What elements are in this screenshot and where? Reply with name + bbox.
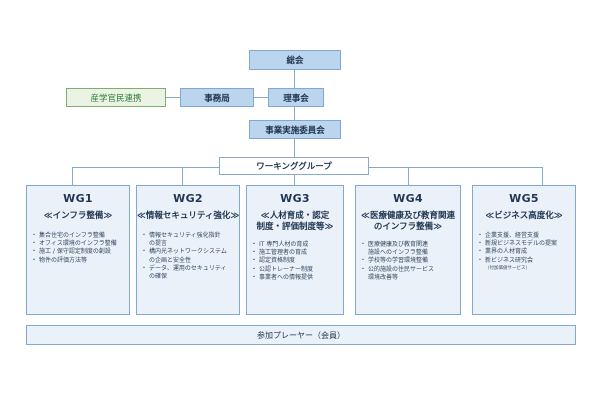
wg4-subtitle: ≪医療健康及び教育関連 のインフラ整備≫ [356, 211, 460, 233]
wg4-item-cont: 施設へのインフラ整備 [368, 249, 428, 257]
wg3-item: 事業者への情報提供 [251, 274, 339, 282]
wg5-item: 新規ビジネスモデルの提案 [477, 240, 571, 248]
wg3-item: 施工管理者の育成 [251, 249, 339, 257]
wg5-item-note: （付加価値サービス） [485, 265, 530, 271]
wg5-item: 新ビジネス研究会 （付加価値サービス） [477, 256, 571, 273]
wg1-item: 施工 / 保守認定制度の創設 [31, 248, 125, 256]
connector-committee-wg [294, 139, 295, 157]
wg4-item: 医療健康及び教育関連 [360, 241, 456, 249]
wg5-item: 企業支援、経営支援 [477, 232, 571, 240]
wg2-subtitle: ≪情報セキュリティ強化≫ [137, 211, 239, 222]
players-label: 参加プレーヤー（会員） [257, 330, 345, 340]
wg1-list: 集合住宅のインフラ整備 オフィス環境のインフラ整備 施工 / 保守認定制度の創設… [27, 232, 129, 265]
wg1-title: WG1 [63, 192, 93, 205]
connector-general-board [294, 70, 295, 88]
wg3-panel: WG3 ≪人材育成・認定 制度・評価制度等≫ IT 専門人材の育成 施工管理者の… [246, 185, 344, 315]
wg1-panel: WG1 ≪インフラ整備≫ 集合住宅のインフラ整備 オフィス環境のインフラ整備 施… [26, 185, 130, 315]
wg2-item-cont: の企画と安全性 [149, 256, 192, 264]
wg3-subtitle-line: 制度・評価制度等≫ [256, 222, 334, 232]
connector-wg5 [542, 167, 543, 185]
wg3-subtitle-line: ≪人材育成・認定 [260, 211, 330, 221]
wg3-title: WG3 [280, 192, 310, 205]
executive-committee-box: 事業実施委員会 [249, 120, 341, 139]
general-meeting-label: 総会 [286, 56, 304, 66]
players-bar: 参加プレーヤー（会員） [26, 325, 576, 345]
wg4-item: 学校等の学習環境整備 [360, 257, 456, 265]
wg5-panel: WG5 ≪ビジネス高度化≫ 企業支援、経営支援 新規ビジネスモデルの提案 業界の… [472, 185, 576, 315]
partnership-label: 産学官民連携 [90, 93, 142, 104]
general-meeting-box: 総会 [249, 50, 341, 70]
wg3-item: IT 専門人材の育成 [251, 241, 339, 249]
wg4-title: WG4 [393, 192, 423, 205]
wg2-title: WG2 [173, 192, 203, 205]
wg4-panel: WG4 ≪医療健康及び教育関連 のインフラ整備≫ 医療健康及び教育関連 施設への… [355, 185, 461, 315]
connector-wg2 [182, 167, 183, 185]
board-box: 理事会 [268, 88, 324, 107]
wg1-subtitle: ≪インフラ整備≫ [27, 211, 129, 222]
executive-committee-label: 事業実施委員会 [265, 125, 325, 136]
connector-wg4 [408, 167, 409, 185]
wg2-subtitle-line: ≪情報セキュリティ強化≫ [137, 211, 240, 221]
wg5-list: 企業支援、経営支援 新規ビジネスモデルの提案 業界の人材育成 新ビジネス研究会 … [473, 232, 575, 273]
wg2-list: 情報セキュリティ強化指針 の提言 構内光ネットワークシステム の企画と安全性 デ… [137, 232, 239, 281]
wg4-subtitle-line: ≪医療健康及び教育関連 [361, 211, 455, 221]
wg5-subtitle: ≪ビジネス高度化≫ [473, 211, 575, 222]
wg2-item: 構内光ネットワークシステム [141, 248, 235, 256]
wg1-subtitle-line: ≪インフラ整備≫ [43, 211, 113, 221]
wg1-item: 物件の評価方法等 [31, 257, 125, 265]
wg3-list: IT 専門人材の育成 施工管理者の育成 認定資格制度 公認トレーナー制度 事業者… [247, 241, 343, 282]
board-label: 理事会 [283, 93, 309, 104]
wg5-title: WG5 [509, 192, 539, 205]
wg2-panel: WG2 ≪情報セキュリティ強化≫ 情報セキュリティ強化指針 の提言 構内光ネット… [136, 185, 240, 315]
wg4-item: 公的施設の住民サービス [360, 266, 456, 274]
secretariat-label: 事務局 [204, 93, 230, 104]
wg4-subtitle-line: のインフラ整備≫ [373, 222, 443, 232]
wg4-list: 医療健康及び教育関連 施設へのインフラ整備 学校等の学習環境整備 公的施設の住民… [356, 241, 460, 282]
wg2-item-cont: の提言 [149, 240, 168, 248]
wg5-subtitle-line: ≪ビジネス高度化≫ [485, 211, 563, 221]
wg1-item: 集合住宅のインフラ整備 [31, 232, 125, 240]
wg3-item: 認定資格制度 [251, 257, 339, 265]
connector-partnership-secretariat [166, 97, 180, 98]
wg3-item: 公認トレーナー制度 [251, 266, 339, 274]
connector-wg3 [294, 175, 295, 185]
connector-wg1 [72, 167, 73, 185]
wg3-subtitle: ≪人材育成・認定 制度・評価制度等≫ [247, 211, 343, 233]
wg5-item-text: 新ビジネス研究会 [485, 256, 534, 264]
working-group-box: ワーキンググループ [219, 157, 369, 175]
working-group-label: ワーキンググループ [256, 162, 332, 172]
connector-board-committee [294, 106, 295, 120]
wg5-item: 業界の人材育成 [477, 248, 571, 256]
connector-secretariat-board [254, 97, 268, 98]
wg2-item-cont: の確保 [149, 273, 168, 281]
wg2-item: データ、運用のセキュリティ [141, 265, 235, 273]
secretariat-box: 事務局 [180, 88, 254, 107]
partnership-box: 産学官民連携 [66, 88, 166, 107]
wg4-item-cont: 環境改善等 [368, 273, 399, 281]
wg1-item: オフィス環境のインフラ整備 [31, 240, 125, 248]
wg2-item: 情報セキュリティ強化指針 [141, 232, 235, 240]
